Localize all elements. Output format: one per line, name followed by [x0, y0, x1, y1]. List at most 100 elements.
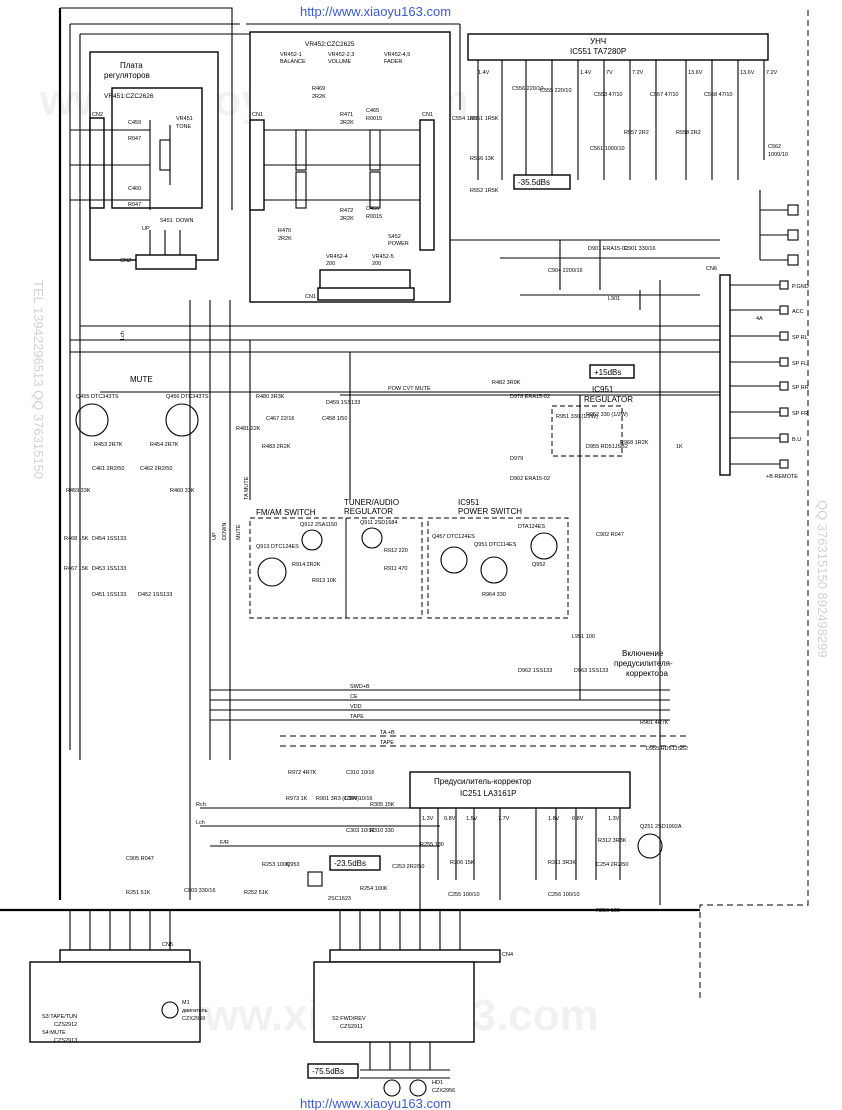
svg-text:Q913 DTC124ES: Q913 DTC124ES — [256, 544, 299, 550]
level-box-75-5 — [307, 1063, 359, 1079]
svg-text:R468 15K: R468 15K — [64, 536, 89, 542]
cn5-label: CN5 — [162, 942, 173, 948]
fm-am-title: FM/AM SWITCH — [256, 508, 316, 517]
svg-text:R472: R472 — [340, 208, 353, 214]
svg-text:2R2K: 2R2K — [278, 236, 292, 242]
svg-text:Rch: Rch — [196, 802, 206, 808]
svg-text:C557 47/10: C557 47/10 — [650, 92, 678, 98]
svg-text:R480 3R3K: R480 3R3K — [256, 394, 285, 400]
svg-text:предусилителя-: предусилителя- — [614, 659, 673, 668]
svg-text:D901 ERA15-02: D901 ERA15-02 — [588, 246, 628, 252]
svg-text:REGULATOR: REGULATOR — [584, 395, 633, 404]
svg-text:C466: C466 — [366, 206, 379, 212]
svg-text:1.5V: 1.5V — [466, 816, 478, 822]
svg-text:C554 1/50: C554 1/50 — [452, 116, 477, 122]
cn1-right-connector — [419, 119, 435, 251]
level-35-5: -35.5dBs — [518, 178, 550, 187]
svg-text:L951 100: L951 100 — [572, 634, 595, 640]
svg-text:R557 2R2: R557 2R2 — [624, 130, 649, 136]
svg-text:7V: 7V — [606, 70, 613, 76]
cn4-wires — [339, 910, 461, 1079]
svg-text:CN1: CN1 — [305, 294, 316, 300]
svg-text:13.6V: 13.6V — [688, 70, 703, 76]
bus-lines — [200, 689, 690, 847]
svg-text:D451 1SS133: D451 1SS133 — [92, 592, 126, 598]
svg-text:UP: UP — [142, 226, 150, 232]
mid-verticals — [189, 280, 661, 905]
cn2-connector — [89, 117, 105, 209]
cn2-label: CN2 — [92, 112, 103, 118]
amp-ic — [467, 33, 769, 61]
svg-text:Q251 2SD1992A: Q251 2SD1992A — [640, 824, 682, 830]
svg-text:HD1: HD1 — [432, 1080, 443, 1086]
svg-text:R961 4R7K: R961 4R7K — [640, 720, 669, 726]
cn4-board — [313, 961, 475, 1043]
head-hd1-a — [383, 1079, 401, 1097]
svg-text:R306 15K: R306 15K — [450, 860, 475, 866]
svg-text:R252 51K: R252 51K — [244, 890, 269, 896]
svg-text:IC951: IC951 — [458, 498, 480, 507]
svg-text:R558 2R2: R558 2R2 — [676, 130, 701, 136]
svg-text:D902 ERA15-02: D902 ERA15-02 — [510, 476, 550, 482]
svg-text:200: 200 — [372, 261, 381, 267]
svg-text:7.7V: 7.7V — [498, 816, 510, 822]
controls-board-part: VR451:CZC2626 — [104, 93, 154, 100]
svg-text:2SC1623: 2SC1623 — [328, 896, 351, 902]
svg-text:R459 33K: R459 33K — [66, 488, 91, 494]
q911 — [361, 527, 383, 549]
svg-text:R253 100K: R253 100K — [262, 862, 290, 868]
head-hd1-b — [409, 1079, 427, 1097]
svg-text:7.2V: 7.2V — [632, 70, 644, 76]
svg-text:4A: 4A — [756, 316, 763, 322]
source-url-bottom: http://www.xiaoyu163.com — [300, 1096, 451, 1110]
svg-text:TA MUTE: TA MUTE — [244, 476, 250, 500]
q457 — [440, 546, 468, 574]
svg-text:C903 330/16: C903 330/16 — [184, 888, 216, 894]
svg-text:R305 15K: R305 15K — [370, 802, 395, 808]
svg-text:Q911 2SD1684: Q911 2SD1684 — [360, 520, 398, 526]
svg-text:C902 R047: C902 R047 — [596, 532, 624, 538]
svg-text:FADER: FADER — [384, 59, 402, 65]
level-15: +15dBs — [594, 368, 621, 377]
svg-text:D453 1SS133: D453 1SS133 — [92, 566, 126, 572]
svg-text:VR452-2,3: VR452-2,3 — [328, 52, 354, 58]
level-box-23-5 — [329, 855, 381, 871]
preamp-ic — [409, 771, 631, 809]
svg-text:R913 10K: R913 10K — [312, 578, 337, 584]
svg-text:C303 10/16: C303 10/16 — [346, 828, 374, 834]
svg-text:D955 RD51JSB2: D955 RD51JSB2 — [646, 746, 688, 752]
motor-m1 — [161, 1001, 179, 1019]
speaker-jacks-top — [759, 190, 799, 266]
svg-text:S2:FWD/REV: S2:FWD/REV — [332, 1016, 366, 1022]
svg-text:S4:MUTE: S4:MUTE — [42, 1030, 66, 1036]
frame-dashed-right — [699, 10, 809, 1000]
svg-text:R310 330: R310 330 — [370, 828, 394, 834]
svg-text:VR452-4,5: VR452-4,5 — [384, 52, 410, 58]
cn1-bottom-connector — [317, 287, 415, 301]
svg-text:Q912 2SA1150: Q912 2SA1150 — [300, 522, 337, 528]
svg-text:UP: UP — [212, 532, 218, 540]
svg-text:R972 4R7K: R972 4R7K — [288, 770, 317, 776]
out-sp-fl: SP FL — [792, 361, 807, 367]
out-sp-rl: SP RL — [792, 335, 808, 341]
svg-text:C904 2200/16: C904 2200/16 — [548, 268, 583, 274]
svg-text:C901 330/16: C901 330/16 — [624, 246, 656, 252]
cn5-wires — [69, 910, 171, 950]
svg-text:Q455 DTC343TS: Q455 DTC343TS — [76, 394, 119, 400]
watermark-right: QQ 376315150 892498299 — [815, 500, 830, 658]
svg-text:2R2K: 2R2K — [340, 216, 354, 222]
cn6-label: CN6 — [706, 266, 717, 272]
svg-text:R254 100K: R254 100K — [360, 886, 388, 892]
out-bu: B.U — [792, 437, 801, 443]
svg-text:SWD+B: SWD+B — [350, 684, 370, 690]
svg-text:C461 2R2/50: C461 2R2/50 — [92, 466, 124, 472]
svg-text:R312 3R3K: R312 3R3K — [598, 838, 627, 844]
svg-text:R551 1R5K: R551 1R5K — [470, 116, 499, 122]
svg-text:R973 1K: R973 1K — [286, 796, 308, 802]
svg-text:R914 2R2K: R914 2R2K — [292, 562, 321, 568]
svg-text:CN1: CN1 — [252, 112, 263, 118]
svg-text:0.8V: 0.8V — [444, 816, 456, 822]
svg-text:C555 220/10: C555 220/10 — [540, 88, 572, 94]
svg-text:D979: D979 — [510, 456, 523, 462]
